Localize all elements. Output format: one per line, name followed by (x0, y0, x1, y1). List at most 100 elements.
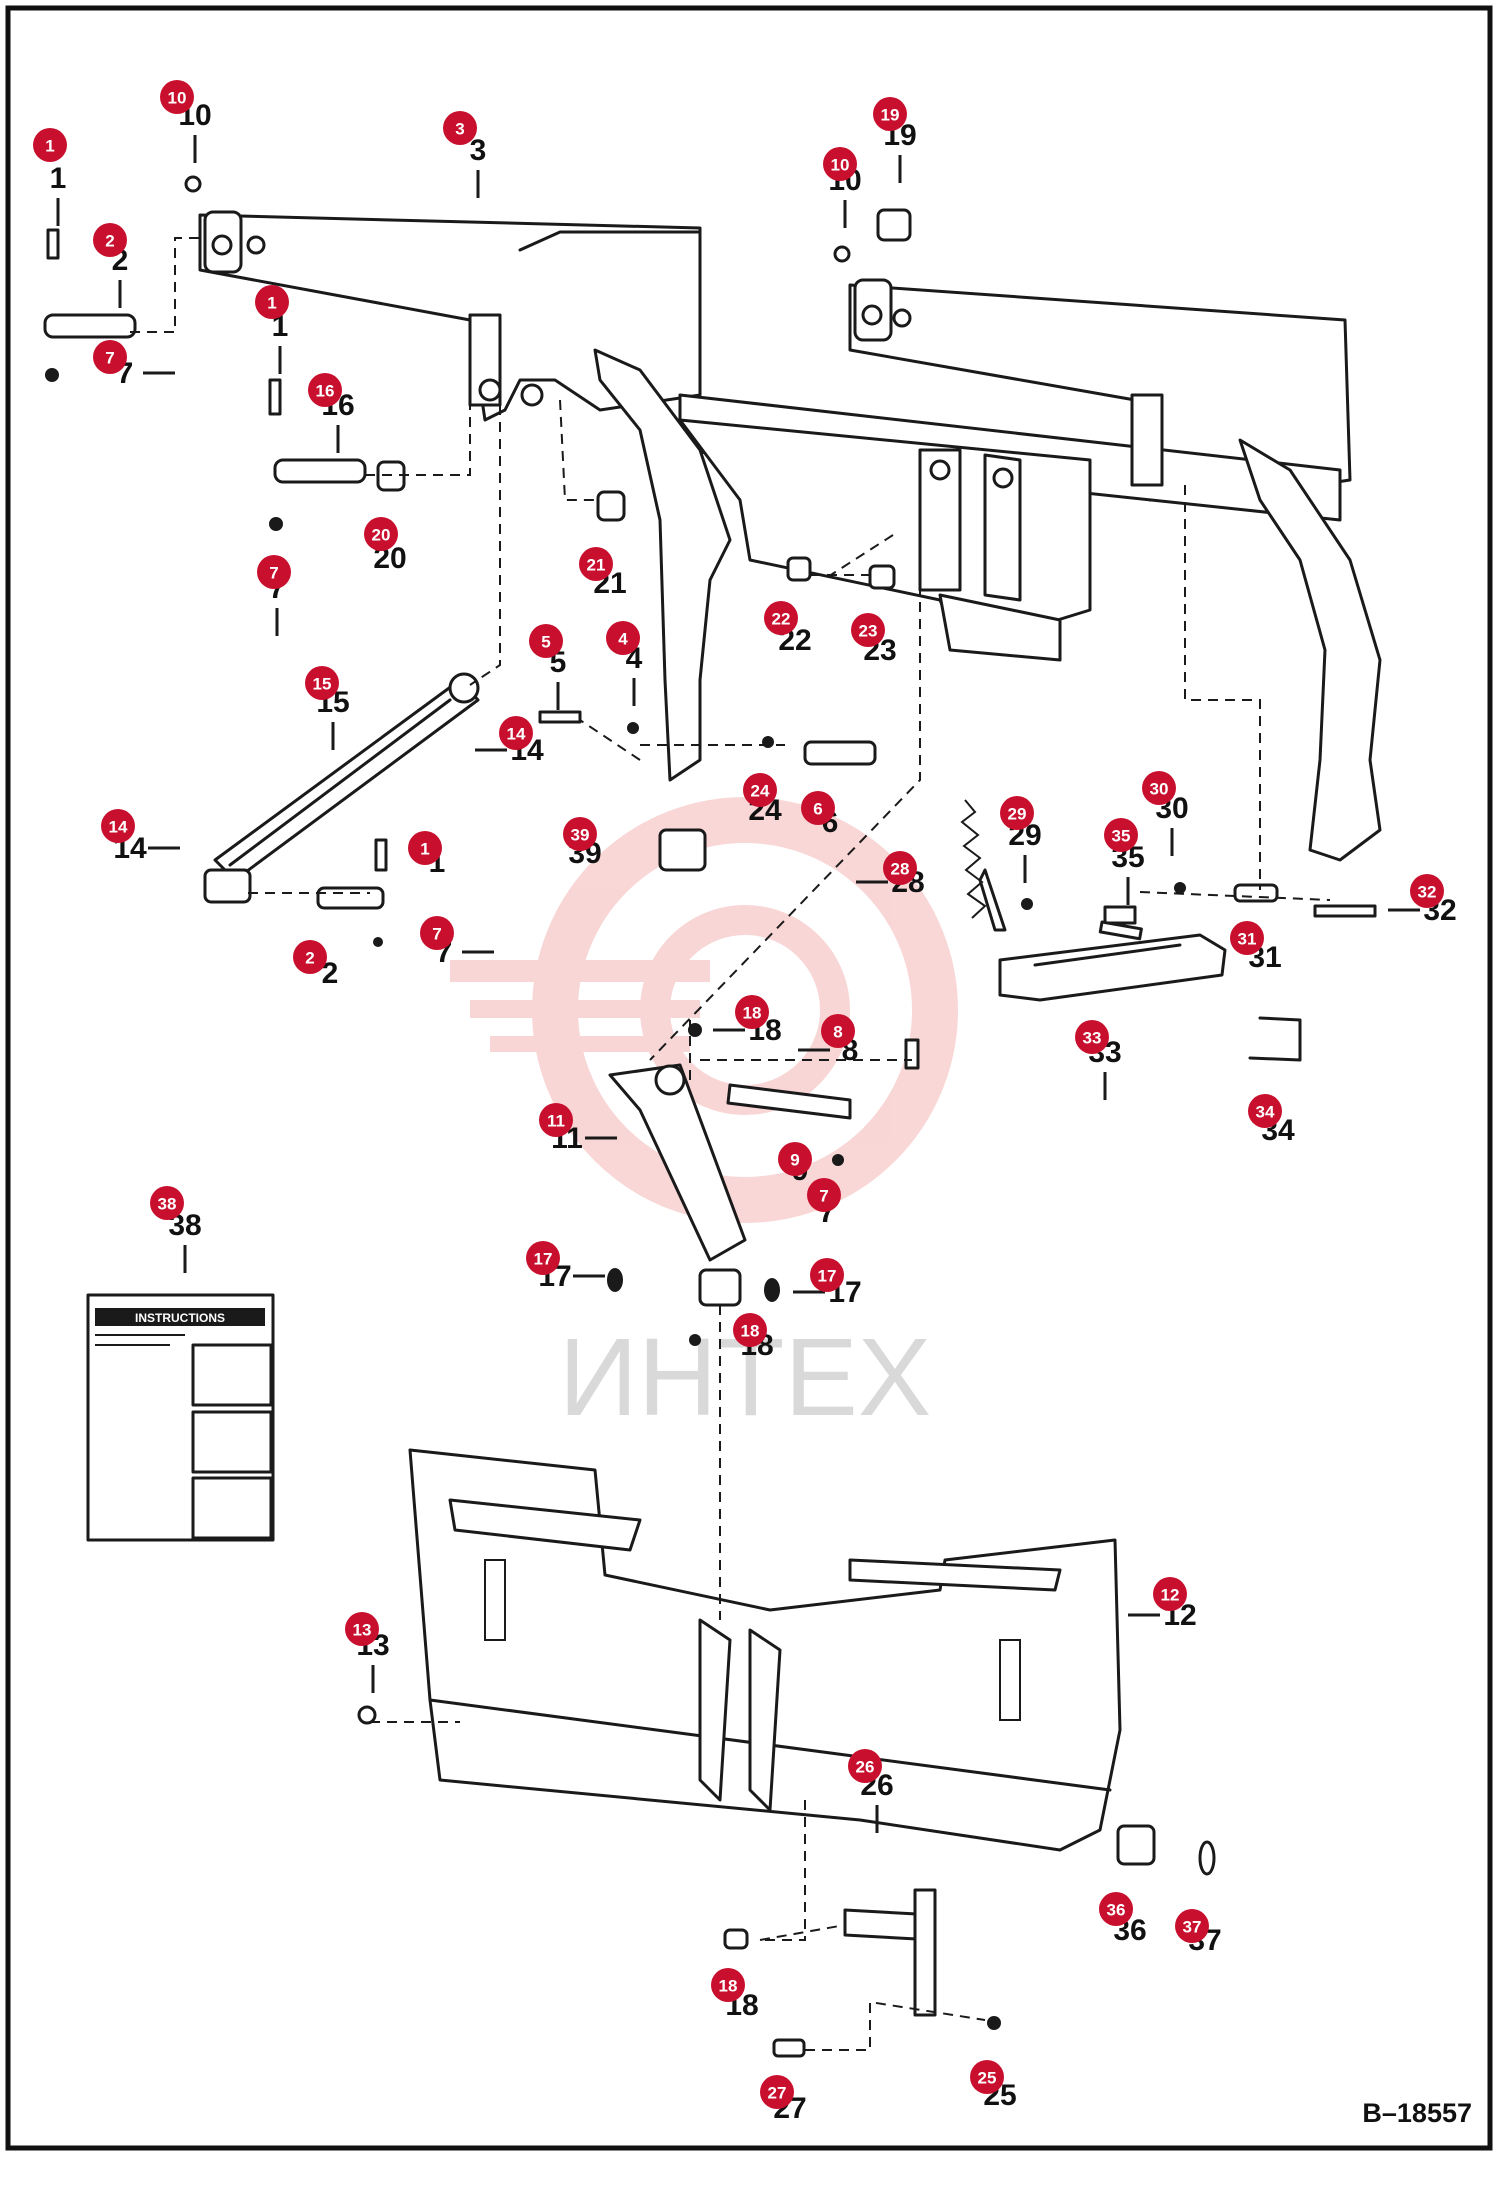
callout-badge (420, 916, 454, 950)
callout-badge-number: 34 (1256, 1103, 1275, 1122)
callout-badge-number: 24 (751, 782, 770, 801)
callout-badge-number: 1 (420, 840, 429, 859)
callout-badge (150, 1186, 184, 1220)
callout-badge (93, 223, 127, 257)
callout-badge (851, 613, 885, 647)
callout-badge (539, 1103, 573, 1137)
callout-badge-number: 14 (507, 725, 526, 744)
callout-badge (1104, 818, 1138, 852)
pin-26-tab (913, 1888, 937, 2017)
callout-badge (1410, 874, 1444, 908)
callout-badge-number: 2 (305, 949, 314, 968)
callout-badge-number: 35 (1112, 827, 1131, 846)
callout-badge-number: 32 (1418, 883, 1437, 902)
callout-badge-number: 18 (743, 1004, 762, 1023)
pin-9 (726, 1083, 852, 1120)
callout-3: 33 (443, 111, 486, 198)
callout-badge-number: 13 (353, 1621, 372, 1640)
callout-badge (160, 80, 194, 114)
decal-header: INSTRUCTIONS (135, 1311, 225, 1325)
callout-badge-number: 7 (432, 925, 441, 944)
callout-7: 77 (257, 555, 291, 636)
callout-badge-number: 21 (587, 556, 606, 575)
callout-9: 99 (778, 1142, 812, 1187)
callout-badge (257, 555, 291, 589)
instructions-decal: INSTRUCTIONS (86, 1293, 275, 1542)
callout-badge (33, 128, 67, 162)
callout-badge-number: 6 (813, 800, 822, 819)
callout-badge-number: 36 (1107, 1901, 1126, 1920)
callout-badge-number: 29 (1008, 805, 1027, 824)
right-lift-arm (1238, 438, 1382, 862)
callout-badge-number: 28 (891, 860, 910, 879)
callout-badge-number: 11 (547, 1112, 565, 1131)
callout-badge-number: 7 (269, 564, 278, 583)
callout-28: 2828 (856, 851, 925, 899)
callout-badge-number: 5 (541, 633, 550, 652)
callout-6: 66 (801, 791, 838, 839)
callout-badge-number: 25 (978, 2069, 997, 2088)
callout-badge (1075, 1020, 1109, 1054)
callout-badge-number: 38 (158, 1195, 177, 1214)
callout-badge-number: 4 (618, 630, 628, 649)
callout-badge (443, 111, 477, 145)
callout-badge-number: 17 (818, 1267, 837, 1286)
callout-badge-number: 9 (790, 1151, 799, 1170)
drawing-number: B–18557 (1362, 2098, 1472, 2128)
callout-badge-number: 1 (45, 137, 54, 156)
callout-label: 1 (50, 162, 67, 195)
callout-2: 22 (293, 940, 338, 990)
callout-2: 22 (93, 223, 128, 308)
callout-badge-number: 26 (856, 1758, 875, 1777)
callout-badge-number: 39 (571, 826, 590, 845)
callout-badge-number: 7 (105, 349, 114, 368)
callout-badge-number: 1 (267, 294, 276, 313)
callout-badge-number: 22 (772, 610, 791, 629)
callout-badge (764, 601, 798, 635)
callout-badge-number: 15 (313, 675, 332, 694)
callout-1: 11 (33, 128, 67, 226)
left-lift-arm (593, 348, 732, 782)
callout-badge (563, 817, 597, 851)
assembly-lines (130, 237, 1331, 2051)
callout-badge (1099, 1892, 1133, 1926)
callout-badge-number: 27 (768, 2084, 787, 2103)
callout-badge (1230, 921, 1264, 955)
callout-badge (873, 97, 907, 131)
callout-7: 77 (807, 1178, 841, 1229)
callout-badge (733, 1313, 767, 1347)
callout-4: 44 (606, 621, 643, 706)
upper-frame-left (198, 210, 702, 422)
callout-badge (1142, 771, 1176, 805)
callout-5: 55 (529, 624, 566, 710)
callout-badge-number: 33 (1083, 1029, 1102, 1048)
callouts: 1122771010331116162020772121191910102222… (33, 80, 1457, 2125)
callout-badge (308, 373, 342, 407)
callout-badge (735, 995, 769, 1029)
cylinder (203, 672, 480, 904)
cross-beam (678, 418, 1092, 662)
